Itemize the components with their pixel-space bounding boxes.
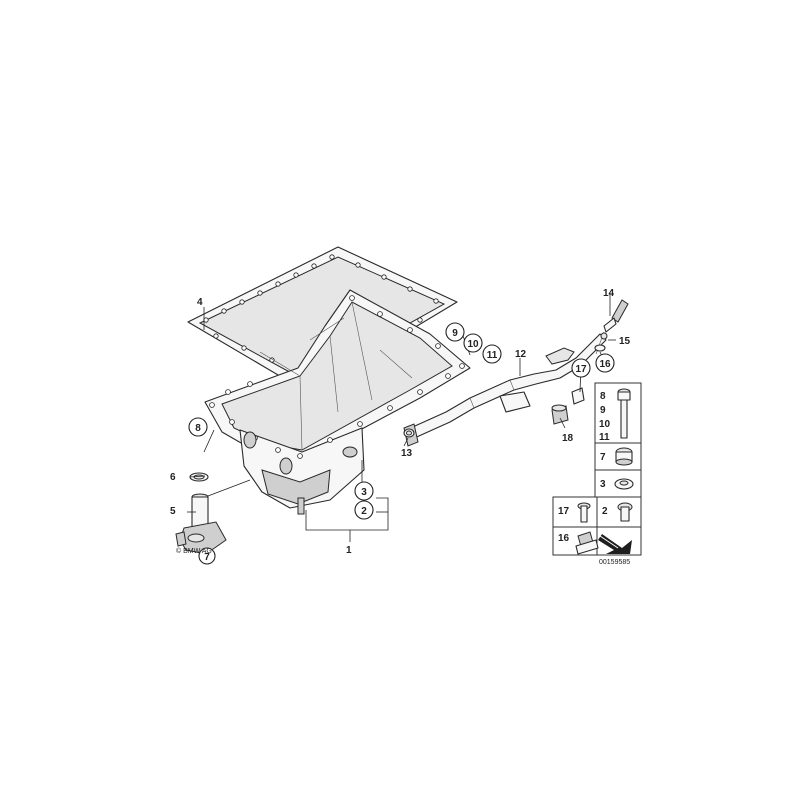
callout-12: 12 bbox=[515, 349, 527, 360]
legend-11: 11 bbox=[599, 432, 610, 443]
callout-13: 13 bbox=[401, 448, 413, 459]
nut-icon bbox=[615, 447, 633, 466]
callout-9: 9 bbox=[452, 328, 458, 339]
legend-10: 10 bbox=[599, 419, 611, 430]
legend-7: 7 bbox=[600, 452, 606, 463]
sealing-ring-13 bbox=[403, 428, 415, 438]
bolt-icon bbox=[617, 388, 631, 439]
plug-icon bbox=[617, 502, 633, 522]
callout-5: 5 bbox=[170, 506, 176, 517]
dipstick bbox=[595, 299, 629, 355]
copyright: © BMW AG bbox=[176, 547, 212, 555]
callout-6: 6 bbox=[170, 472, 176, 483]
callout-10: 10 bbox=[467, 339, 479, 350]
oil-pan-flange-holes bbox=[209, 295, 465, 459]
screw-icon bbox=[577, 502, 591, 523]
callout-18: 18 bbox=[562, 433, 574, 444]
callout-3: 3 bbox=[361, 487, 367, 498]
callout-1: 1 bbox=[346, 545, 352, 556]
screw-17 bbox=[571, 387, 585, 405]
clip-icon bbox=[575, 531, 599, 555]
diagram-id: 00159585 bbox=[599, 559, 630, 566]
callout-8: 8 bbox=[195, 423, 201, 434]
legend-9: 9 bbox=[600, 405, 606, 416]
grommet-18 bbox=[551, 404, 569, 425]
callout-16: 16 bbox=[599, 359, 611, 370]
oil-level-sensor bbox=[175, 472, 227, 555]
legend-2: 2 bbox=[602, 506, 608, 517]
o-ring-15 bbox=[594, 344, 606, 352]
legend-panel: 8 9 10 11 7 3 17 2 bbox=[552, 382, 642, 566]
gasket bbox=[187, 246, 458, 393]
callout-15: 15 bbox=[619, 336, 631, 347]
callout-7: 7 bbox=[204, 552, 210, 563]
legend-16: 16 bbox=[558, 533, 570, 544]
callout-4: 4 bbox=[197, 297, 203, 308]
callout-11: 11 bbox=[487, 350, 498, 361]
legend-3: 3 bbox=[600, 479, 606, 490]
callouts: 4 8 6 5 7 © BMW AG 3 2 1 9 10 11 12 13 1… bbox=[170, 288, 631, 565]
callout-17: 17 bbox=[575, 364, 587, 375]
legend-17: 17 bbox=[558, 506, 570, 517]
callout-2: 2 bbox=[361, 506, 367, 517]
washer-icon bbox=[614, 478, 634, 490]
legend-8: 8 bbox=[600, 391, 606, 402]
oil-pan bbox=[204, 289, 471, 515]
direction-arrow-icon bbox=[598, 534, 632, 554]
callout-14: 14 bbox=[603, 288, 615, 299]
